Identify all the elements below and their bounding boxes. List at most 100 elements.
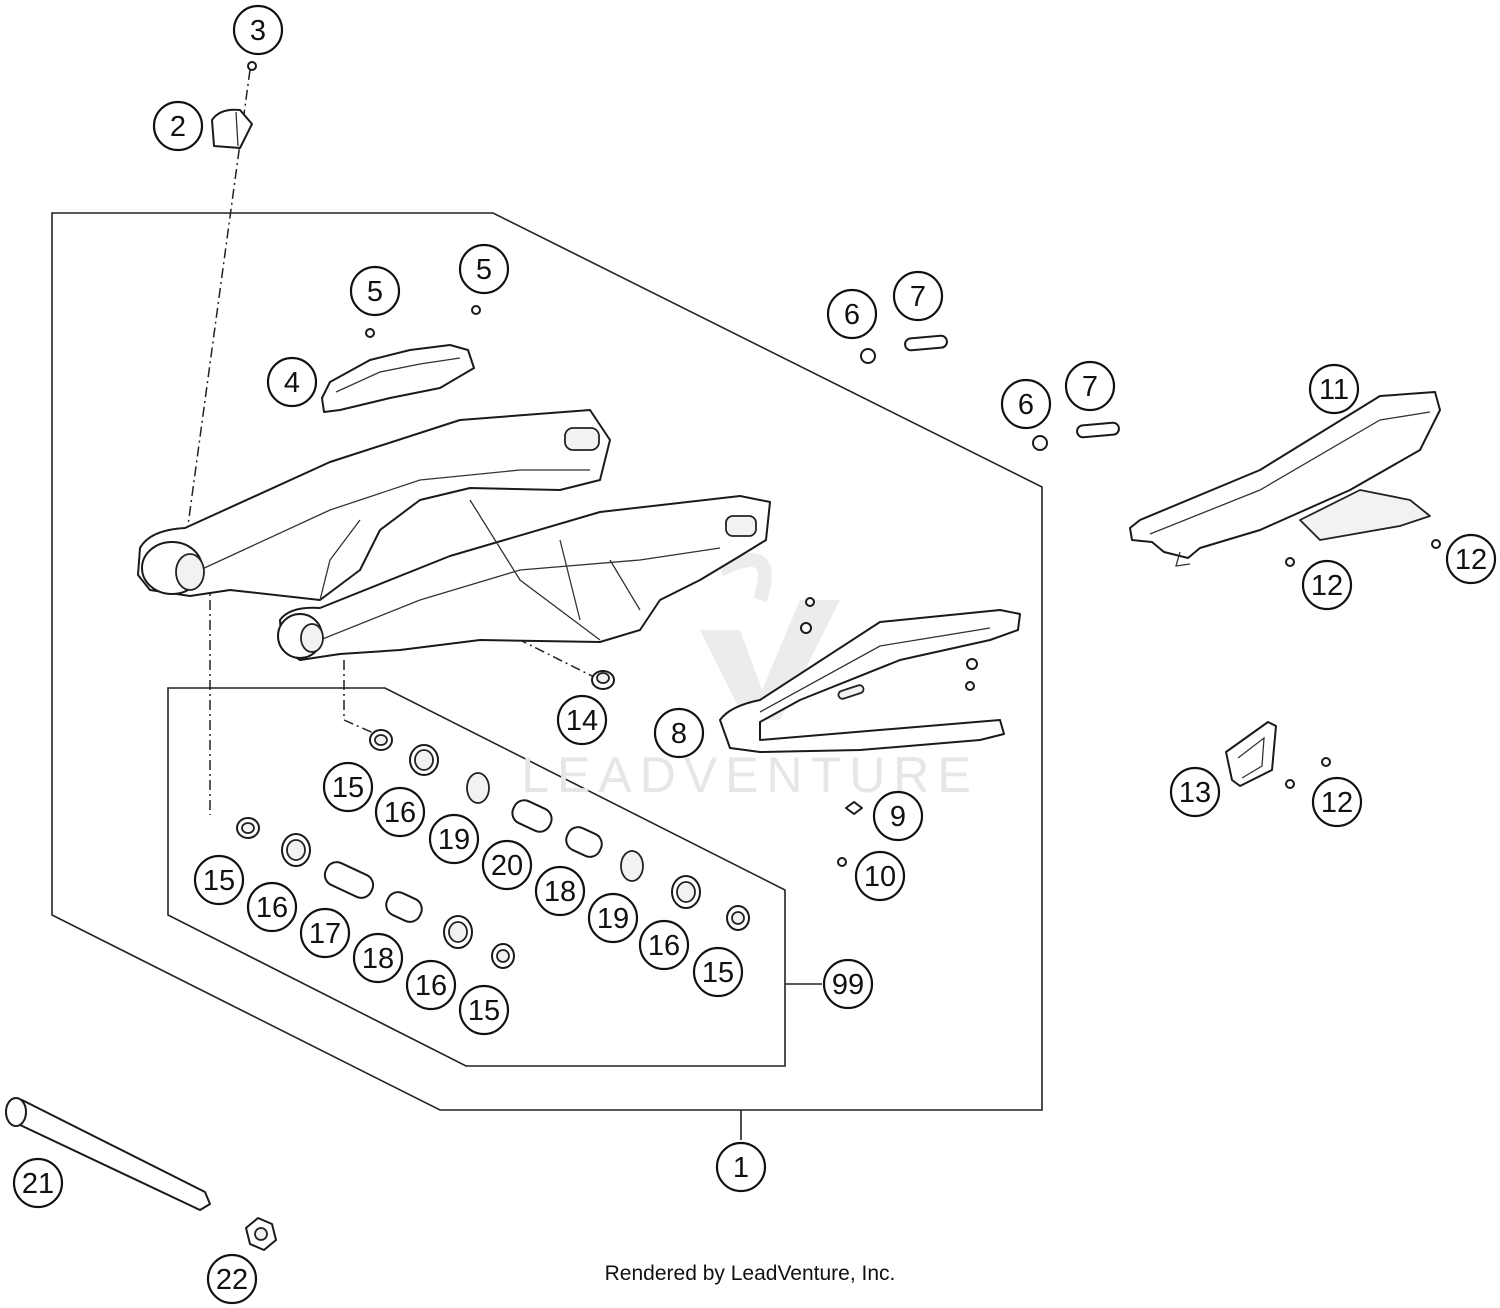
part-5-screw-b xyxy=(471,305,481,315)
callout-12: 12 xyxy=(1445,533,1497,585)
callout-5: 5 xyxy=(458,243,510,295)
callout-1: 1 xyxy=(715,1141,767,1193)
callout-circle xyxy=(854,850,906,902)
callout-16: 16 xyxy=(405,959,457,1011)
callout-19: 19 xyxy=(428,813,480,865)
callout-circle xyxy=(556,694,608,746)
part-9-nut xyxy=(845,801,863,815)
callout-label: 16 xyxy=(256,892,288,924)
callout-circle xyxy=(826,288,878,340)
callout-circle xyxy=(299,907,351,959)
callout-label: 21 xyxy=(22,1168,54,1200)
callout-99: 99 xyxy=(822,958,874,1010)
callout-19: 19 xyxy=(587,892,639,944)
part-8-chain-guide xyxy=(719,609,1021,753)
callout-7: 7 xyxy=(1064,360,1116,412)
callout-20: 20 xyxy=(481,839,533,891)
kit-99-bearing-parts xyxy=(236,729,750,969)
callout-5: 5 xyxy=(349,265,401,317)
callout-6: 6 xyxy=(826,288,878,340)
centerline-right-pivot xyxy=(343,660,379,736)
callout-12: 12 xyxy=(1311,776,1363,828)
callout-21: 21 xyxy=(12,1157,64,1209)
callout-circle xyxy=(12,1157,64,1209)
callout-3: 3 xyxy=(232,4,284,56)
footer-credit: Rendered by LeadVenture, Inc. xyxy=(604,1262,896,1285)
callout-circle xyxy=(246,881,298,933)
callout-label: 14 xyxy=(566,705,598,737)
callout-circle xyxy=(653,707,705,759)
callout-circle xyxy=(458,243,510,295)
callout-label: 19 xyxy=(597,903,629,935)
callout-label: 15 xyxy=(468,995,500,1027)
callout-6: 6 xyxy=(1000,378,1052,430)
callout-circle xyxy=(1301,559,1353,611)
callout-circle xyxy=(374,786,426,838)
callout-15: 15 xyxy=(193,854,245,906)
callout-8: 8 xyxy=(653,707,705,759)
callout-label: 99 xyxy=(832,969,864,1001)
callout-circle xyxy=(458,984,510,1036)
callout-circle xyxy=(352,932,404,984)
callout-circle xyxy=(1445,533,1497,585)
part-3-screw xyxy=(247,61,257,71)
callout-22: 22 xyxy=(206,1253,258,1305)
part-5-screw-a xyxy=(365,328,375,338)
callout-label: 15 xyxy=(203,865,235,897)
callout-2: 2 xyxy=(152,100,204,152)
callout-label: 18 xyxy=(544,876,576,908)
callout-label: 19 xyxy=(438,824,470,856)
callout-17: 17 xyxy=(299,907,351,959)
part-6-nut-b xyxy=(1032,435,1048,451)
callout-18: 18 xyxy=(352,932,404,984)
callout-circle xyxy=(872,790,924,842)
callout-14: 14 xyxy=(556,694,608,746)
callout-label: 17 xyxy=(309,918,341,950)
part-4-chain-slider xyxy=(321,344,475,413)
kit-99-outline xyxy=(167,687,786,1067)
part-7-pin-a xyxy=(904,334,948,352)
callout-circle xyxy=(349,265,401,317)
callout-4: 4 xyxy=(266,356,318,408)
callout-label: 16 xyxy=(415,970,447,1002)
callout-15: 15 xyxy=(458,984,510,1036)
callout-label: 1 xyxy=(733,1152,749,1184)
callout-label: 8 xyxy=(671,718,687,750)
callout-label: 3 xyxy=(250,15,266,47)
callout-label: 10 xyxy=(864,861,896,893)
callout-circle xyxy=(638,919,690,971)
callout-label: 6 xyxy=(844,299,860,331)
callout-circle xyxy=(587,892,639,944)
callout-label: 16 xyxy=(384,797,416,829)
callout-circle xyxy=(1308,363,1360,415)
part-13-sprocket-guard xyxy=(1225,721,1277,787)
callout-circle xyxy=(715,1141,767,1193)
callout-circle xyxy=(232,4,284,56)
callout-16: 16 xyxy=(246,881,298,933)
callout-label: 12 xyxy=(1455,544,1487,576)
callout-label: 13 xyxy=(1179,777,1211,809)
callout-7: 7 xyxy=(892,270,944,322)
callout-label: 20 xyxy=(491,850,523,882)
callout-label: 4 xyxy=(284,367,300,399)
callout-circle xyxy=(193,854,245,906)
callout-circle xyxy=(266,356,318,408)
callout-circle xyxy=(405,959,457,1011)
callout-circle xyxy=(152,100,204,152)
part-8-screws xyxy=(800,597,978,691)
callout-label: 5 xyxy=(476,254,492,286)
part-6-nut-a xyxy=(860,348,876,364)
callout-label: 6 xyxy=(1018,389,1034,421)
callout-label: 5 xyxy=(367,276,383,308)
part-7-pin-b xyxy=(1076,421,1120,439)
callout-circle xyxy=(1064,360,1116,412)
callout-circle xyxy=(892,270,944,322)
centerline-bolt-3 xyxy=(185,69,251,541)
callout-circle xyxy=(692,946,744,998)
callout-circle xyxy=(206,1253,258,1305)
callout-circle xyxy=(1311,776,1363,828)
callout-label: 12 xyxy=(1311,570,1343,602)
callout-16: 16 xyxy=(374,786,426,838)
callout-16: 16 xyxy=(638,919,690,971)
